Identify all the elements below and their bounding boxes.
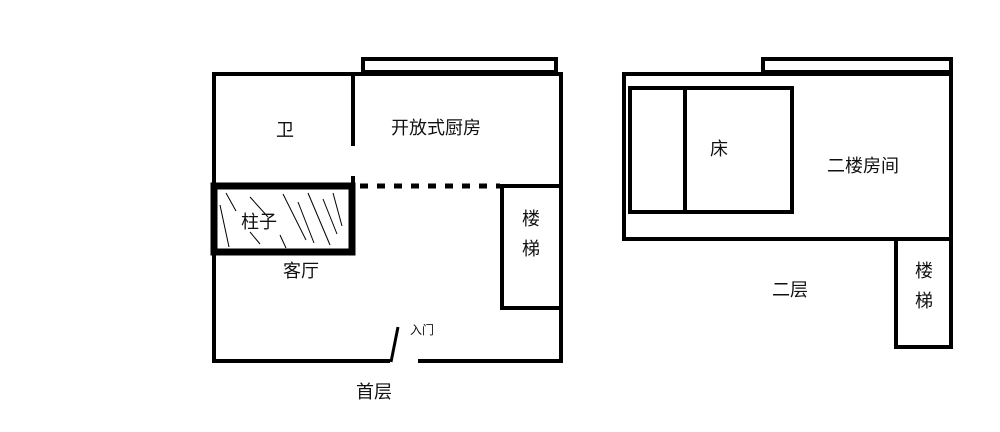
ground-stairs — [500, 184, 561, 310]
second-stairs-label: 楼梯 — [912, 261, 933, 321]
second-room-label: 二楼房间 — [827, 156, 899, 177]
second-floor-title: 二层 — [772, 280, 808, 301]
living-room-label: 客厅 — [283, 261, 319, 282]
ground-floor-plan — [210, 57, 563, 363]
pillar — [210, 182, 356, 256]
second-floor-plan — [622, 57, 953, 349]
entrance-label: 入门 — [410, 323, 435, 337]
second-window — [761, 57, 953, 74]
kitchen-label: 开放式厨房 — [391, 118, 481, 139]
pillar-hatching — [219, 192, 343, 249]
entrance-door — [389, 326, 400, 363]
second-room — [622, 72, 953, 241]
bed — [628, 86, 794, 214]
ground-outer-wall — [212, 72, 563, 363]
ground-stairs-label: 楼梯 — [519, 209, 540, 269]
bed-label: 床 — [710, 139, 728, 160]
bathroom-label: 卫 — [276, 120, 294, 141]
ground-floor-title: 首层 — [356, 382, 392, 403]
ground-window — [361, 57, 558, 74]
pillar-label: 柱子 — [241, 212, 277, 233]
second-stairs — [894, 237, 953, 349]
